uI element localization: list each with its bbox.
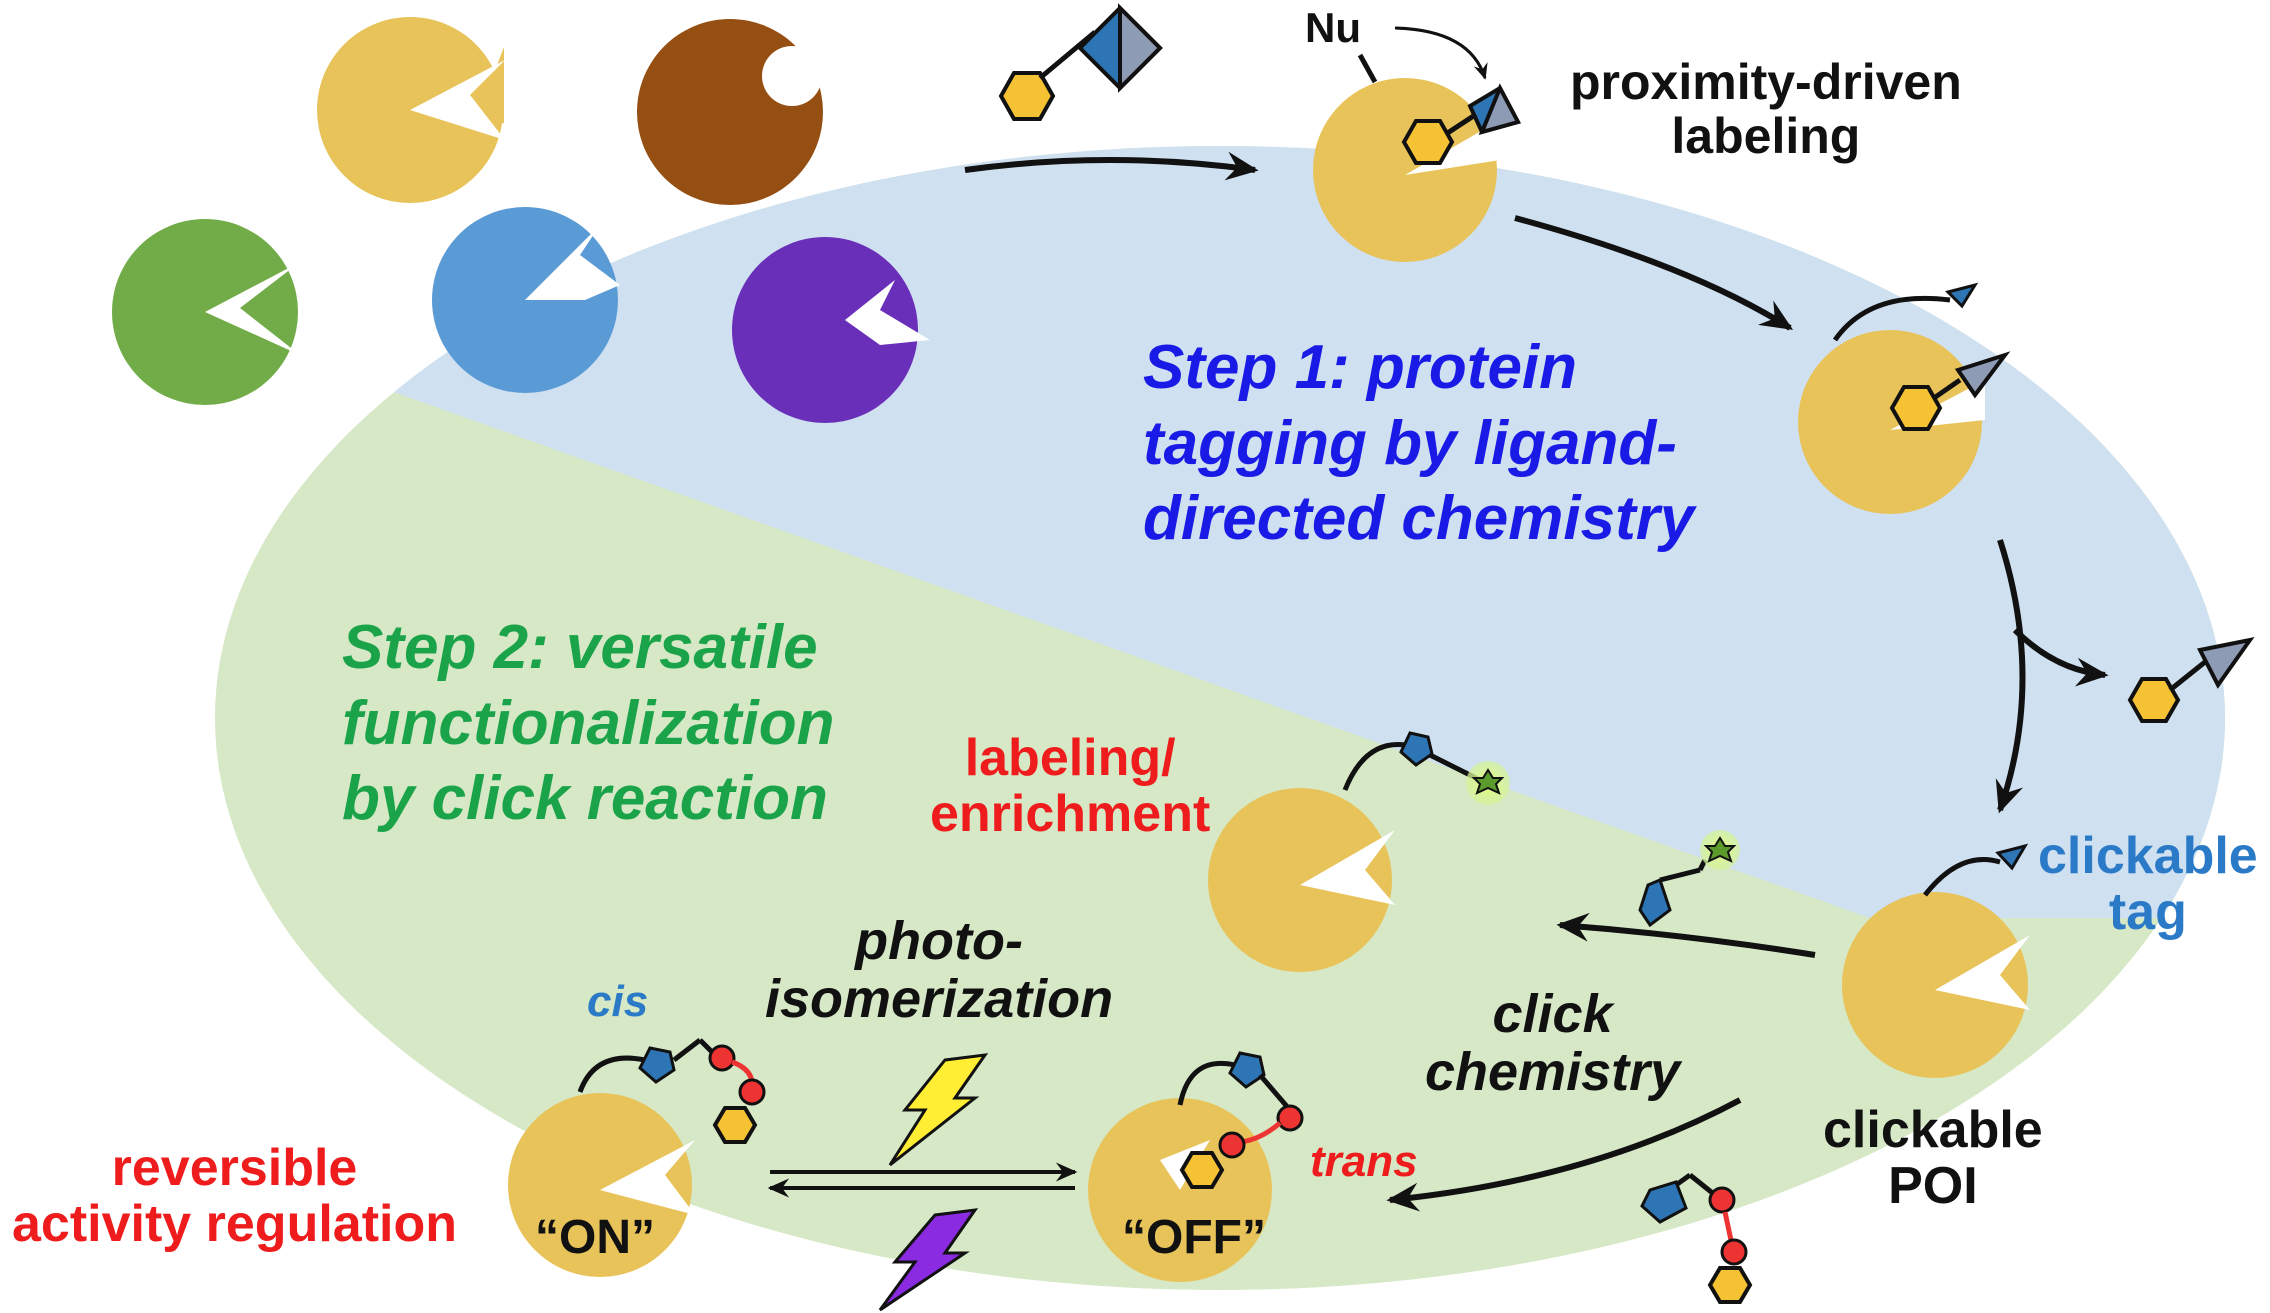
reversible-line1: reversible bbox=[111, 1139, 358, 1197]
arrow-to-labeled bbox=[1556, 912, 1816, 958]
click-line2: chemistry bbox=[1425, 1042, 1681, 1103]
step2-line2: functionalization bbox=[342, 688, 835, 758]
arrow-release bbox=[2012, 627, 2109, 687]
clickable-tag-label: clickable tag bbox=[2038, 828, 2258, 940]
step2-line1: Step 2: versatile bbox=[342, 613, 818, 682]
arrow-to-clickable bbox=[1995, 539, 2026, 814]
labeling-complex bbox=[1313, 26, 1521, 262]
dye-reagent bbox=[1638, 830, 1740, 928]
step1-title: Step 1: protein tagging by ligand- direc… bbox=[1143, 330, 1694, 557]
proximity-line2: labeling bbox=[1671, 108, 1861, 164]
step1-line3: directed chemistry bbox=[1143, 484, 1695, 554]
arrow-to-tagged bbox=[1514, 215, 1794, 331]
lightning-bolt-yellow-icon bbox=[888, 1053, 989, 1167]
reversible-line2: activity regulation bbox=[12, 1195, 457, 1254]
protein-purple bbox=[732, 237, 918, 423]
off-protein bbox=[1088, 1051, 1304, 1282]
protein-labeling bbox=[1313, 78, 1497, 262]
labeling-line1: labeling/ bbox=[964, 729, 1176, 787]
triangle-tag-icon bbox=[1945, 282, 1979, 309]
proximity-label: proximity-driven labeling bbox=[1570, 55, 1962, 163]
hexagon-ligand-icon bbox=[998, 71, 1056, 121]
star-dye-icon bbox=[1703, 836, 1737, 863]
off-label: “OFF” bbox=[1122, 1211, 1266, 1264]
nu-label: Nu bbox=[1305, 4, 1361, 51]
clickable-poi-label: clickable POI bbox=[1823, 1102, 2043, 1214]
click-line1: click bbox=[1492, 984, 1613, 1044]
step1-line2: tagging by ligand- bbox=[1143, 408, 1677, 478]
clickable-poi bbox=[1842, 843, 2030, 1078]
protein-labeled bbox=[1208, 788, 1392, 972]
click-chemistry-label: click chemistry bbox=[1425, 985, 1680, 1102]
lightning-bolt-purple-icon bbox=[878, 1208, 979, 1312]
reversible-activity-label: reversible activity regulation bbox=[12, 1140, 457, 1252]
arrow-to-off bbox=[1386, 1097, 1742, 1212]
step2-title: Step 2: versatile functionalization by c… bbox=[342, 610, 835, 837]
labeling-line2: enrichment bbox=[930, 785, 1211, 844]
protein-clickable bbox=[1842, 892, 2028, 1078]
cis-label: cis bbox=[587, 977, 649, 1026]
released-ligand bbox=[2127, 637, 2255, 723]
on-protein bbox=[508, 1038, 766, 1277]
labeling-enrichment-label: labeling/ enrichment bbox=[930, 730, 1210, 842]
arrow-to-labeling bbox=[964, 151, 1259, 181]
tagged-protein bbox=[1798, 282, 2011, 514]
nucleophile-curved-arrow bbox=[1394, 26, 1488, 80]
protein-tagged bbox=[1798, 330, 1982, 514]
equilibrium-arrows-icon bbox=[767, 1162, 1078, 1198]
trans-label: trans bbox=[1310, 1137, 1418, 1186]
azo-reagent bbox=[1640, 1172, 1753, 1304]
photo-line2: isomerization bbox=[765, 969, 1114, 1030]
labeled-protein bbox=[1208, 731, 1510, 972]
photo-line1: photo- bbox=[855, 911, 1023, 971]
step2-line3: by click reaction bbox=[342, 764, 828, 834]
clickable-poi-line1: clickable bbox=[1823, 1101, 2043, 1159]
clickable-poi-line2: POI bbox=[1888, 1157, 1978, 1216]
protein-on bbox=[508, 1093, 692, 1277]
clickable-tag-line2: tag bbox=[2108, 883, 2187, 942]
on-label: “ON” bbox=[535, 1211, 655, 1264]
proximity-line1: proximity-driven bbox=[1570, 54, 1962, 110]
clickable-tag-icon bbox=[1995, 843, 2029, 871]
ligand-reagent bbox=[998, 3, 1163, 121]
photoisomerization-label: photo- isomerization bbox=[765, 912, 1113, 1029]
protein-pool bbox=[112, 17, 930, 423]
clickable-tag-line1: clickable bbox=[2038, 827, 2258, 885]
step1-line1: Step 1: protein bbox=[1143, 333, 1578, 402]
